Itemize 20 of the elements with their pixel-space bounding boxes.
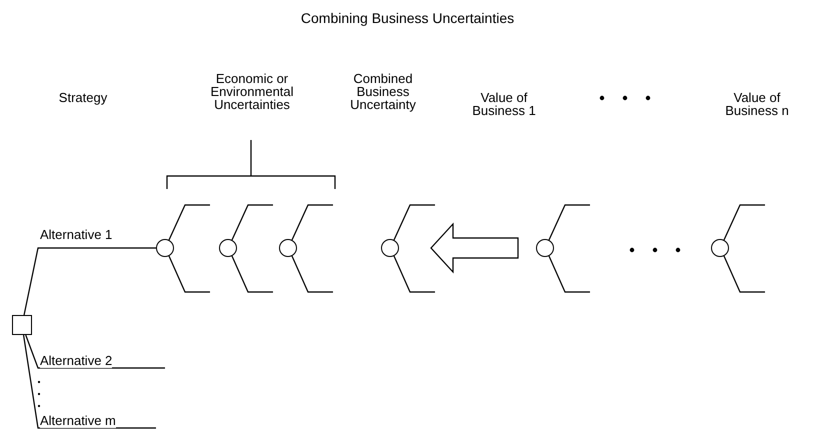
alternative-label: Alternative 2 <box>40 354 112 368</box>
chance-node <box>381 239 399 257</box>
column-heading: Combined Business Uncertainty <box>349 72 417 111</box>
decision-node <box>12 315 32 335</box>
block-arrow <box>430 222 519 274</box>
column-heading: Value of Business n <box>724 91 790 117</box>
branch-line <box>24 247 156 316</box>
chance-node <box>219 239 237 257</box>
column-heading: Value of Business 1 <box>471 91 537 117</box>
diagram-title: Combining Business Uncertainties <box>300 12 516 25</box>
chance-node <box>156 239 174 257</box>
chance-node <box>279 239 297 257</box>
column-heading: Economic or Environmental Uncertainties <box>209 72 295 111</box>
chance-node <box>711 239 729 257</box>
alternative-label: Alternative m <box>40 414 116 428</box>
branch-line <box>22 334 156 429</box>
alternative-label: Alternative 1 <box>40 228 112 242</box>
column-heading: Strategy <box>58 91 108 104</box>
chance-node <box>536 239 554 257</box>
branch-line <box>25 334 165 369</box>
